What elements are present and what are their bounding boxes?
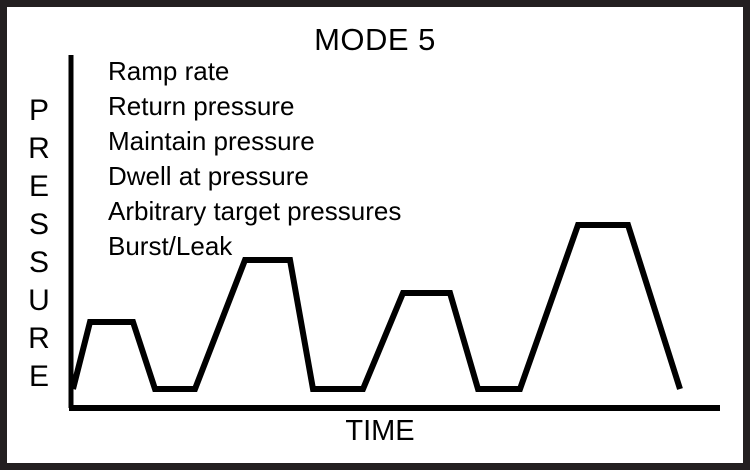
y-axis-label-letter: E <box>28 360 49 393</box>
page-title: MODE 5 <box>314 22 436 57</box>
pressure-waveform <box>70 222 683 392</box>
list-item: Arbitrary target pressures <box>108 196 402 226</box>
y-axis-label-letter: U <box>28 284 50 317</box>
x-axis-label: TIME <box>345 415 415 447</box>
y-axis-label-letter: S <box>28 246 49 279</box>
y-axis-label-letter: P <box>28 94 49 127</box>
list-item: Maintain pressure <box>108 126 315 156</box>
list-item: Dwell at pressure <box>108 161 309 191</box>
y-axis-label-letter: E <box>28 170 49 203</box>
y-axis-label-letter: R <box>28 322 50 355</box>
y-axis-label-letter: R <box>28 132 50 165</box>
y-axis-label: P R E S S U R E <box>22 92 56 396</box>
y-axis-label-letter: S <box>28 208 49 241</box>
list-item: Burst/Leak <box>108 231 233 261</box>
list-item: Return pressure <box>108 91 295 121</box>
list-item: Ramp rate <box>108 56 230 86</box>
feature-list: Ramp rate Return pressure Maintain press… <box>108 54 588 264</box>
